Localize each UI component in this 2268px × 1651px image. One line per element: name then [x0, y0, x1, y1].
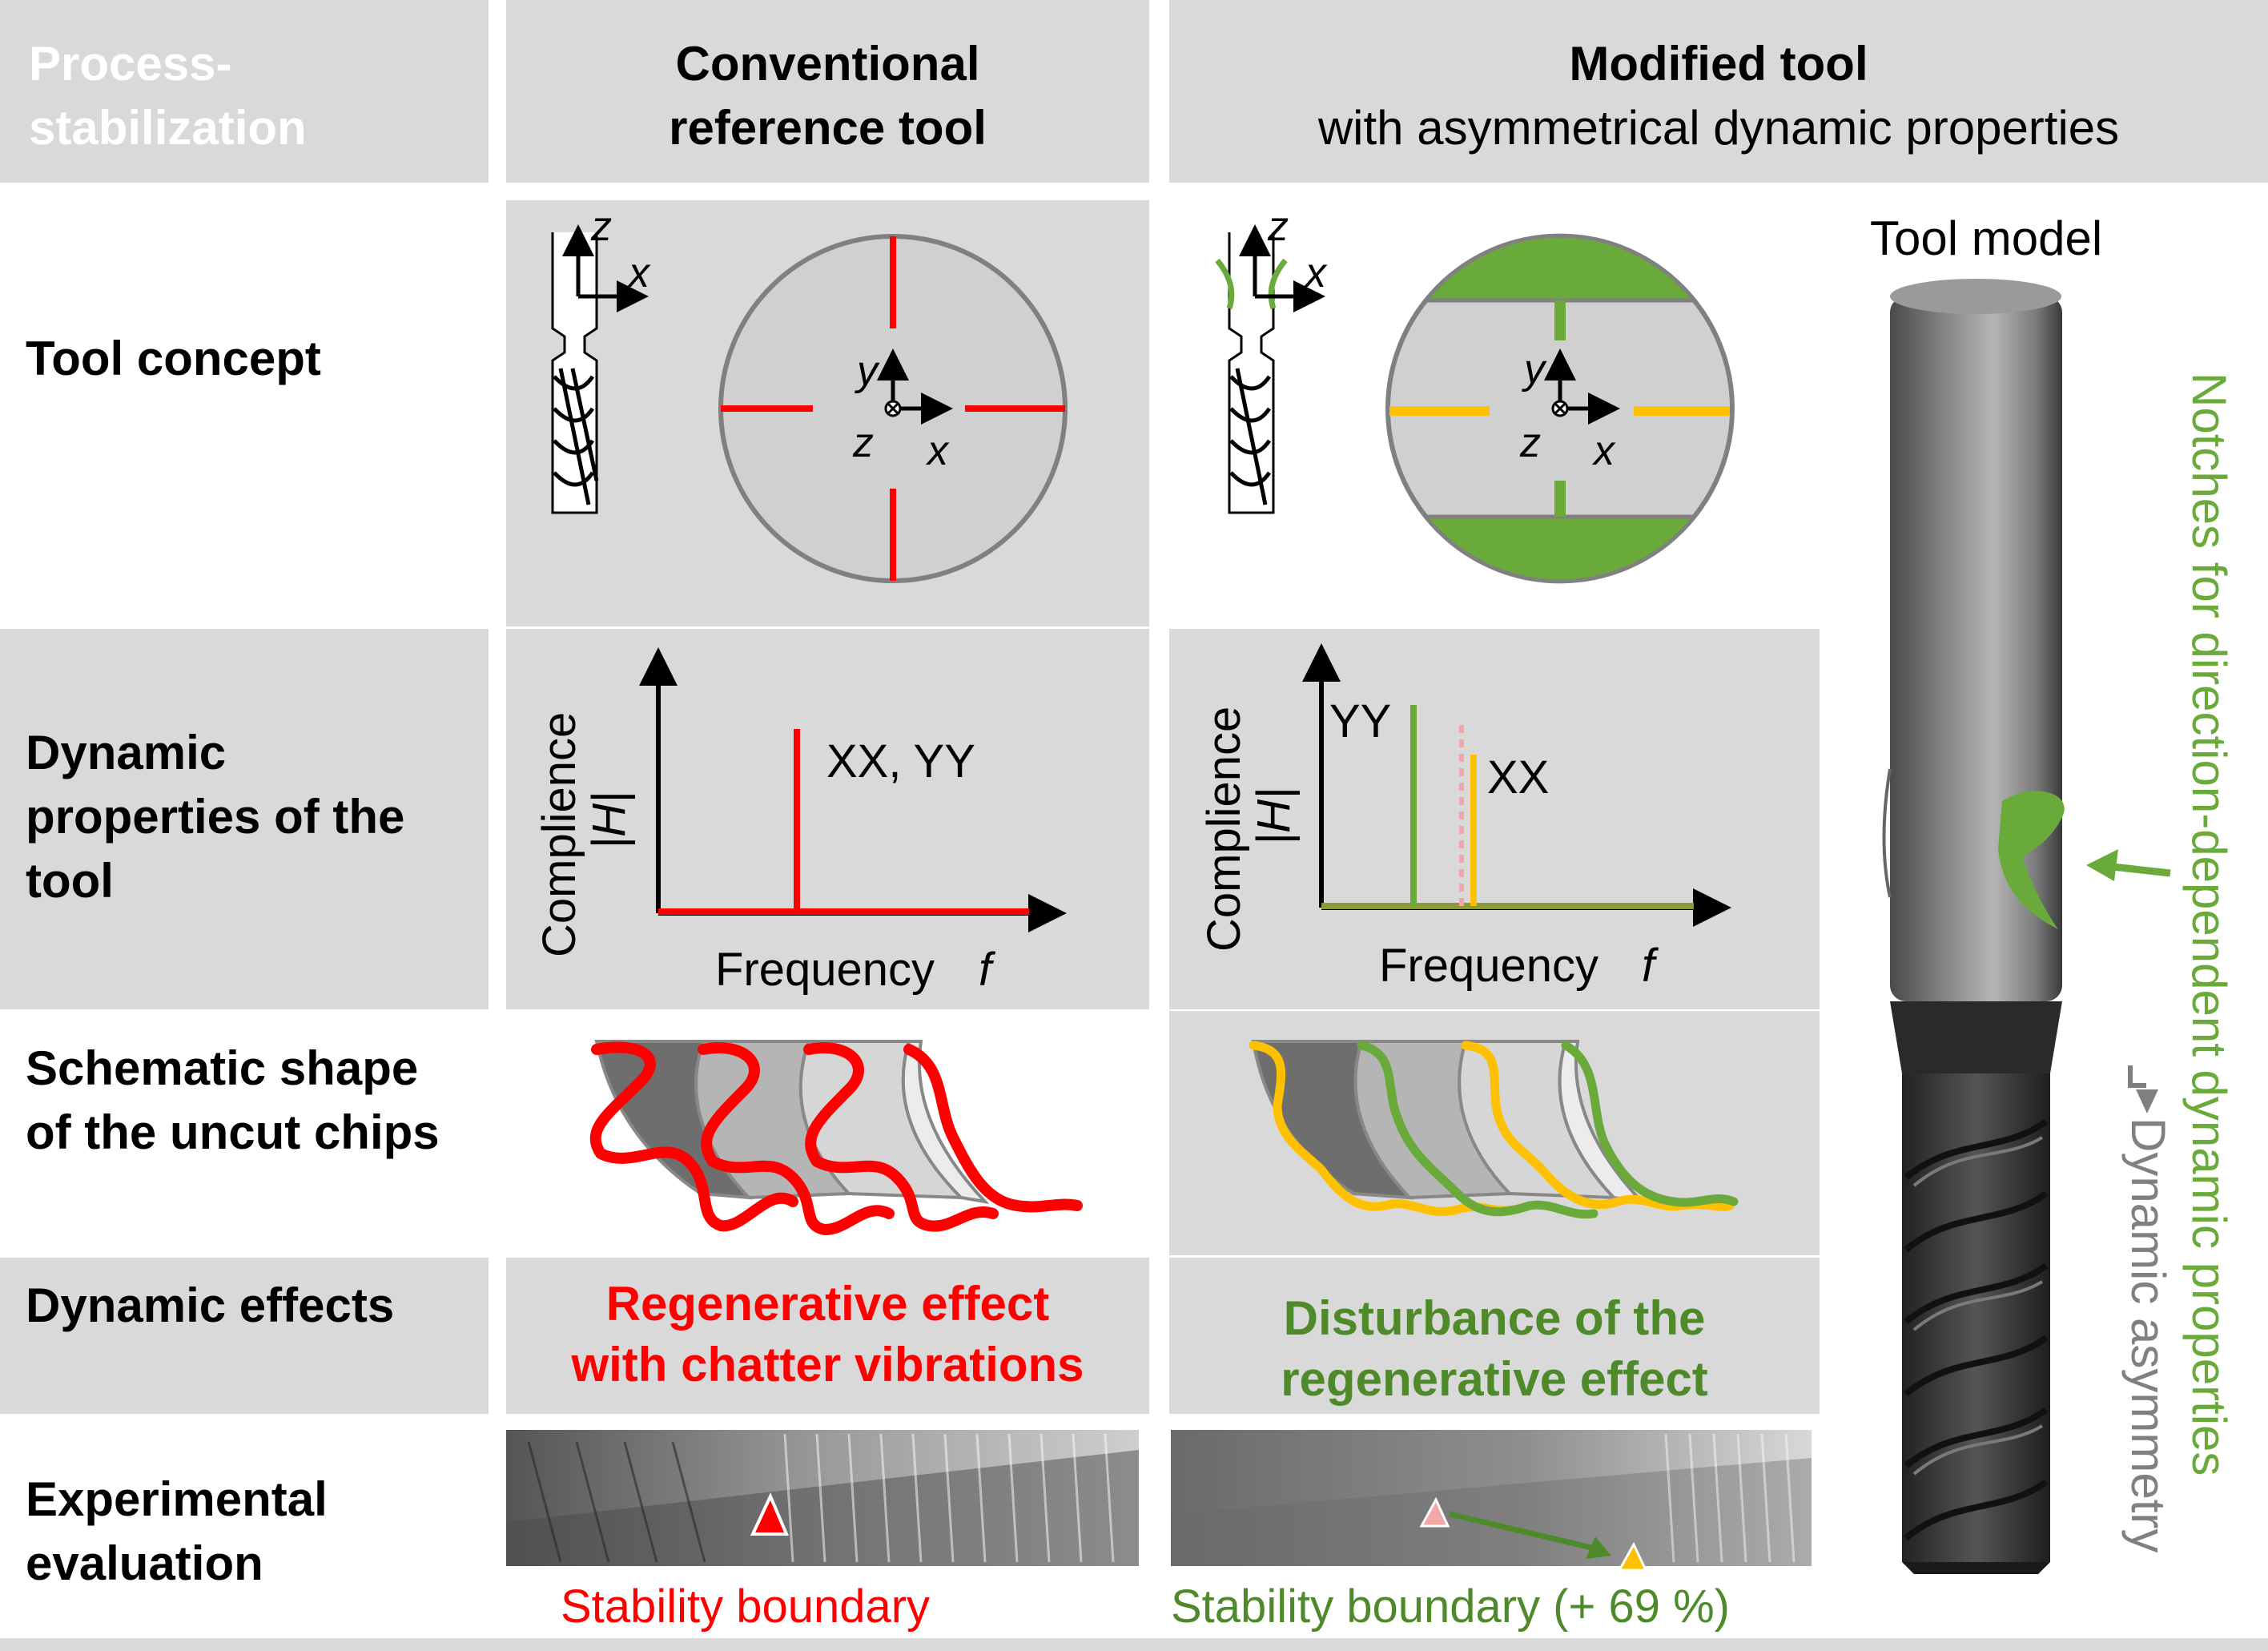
mod-ylabel-compliance: Complience [1198, 707, 1250, 952]
conv-xlabel-f: f [979, 944, 996, 996]
row-label-dynamic: Dynamic properties of the tool [26, 721, 404, 913]
modified-surface-photo [1171, 1430, 1812, 1572]
eval-line-2: evaluation [26, 1536, 263, 1590]
row-label-evaluation: Experimental evaluation [26, 1468, 328, 1596]
conv-ylabel-compliance: Complience [533, 712, 585, 957]
conv-stability-label: Stability boundary [561, 1581, 930, 1633]
mod-effect-text: Disturbance of the regenerative effect [1169, 1288, 1820, 1410]
modified-line-2: with asymmetrical dynamic properties [1317, 101, 2120, 155]
mod-cs-x-label: x [1591, 428, 1616, 474]
conventional-surface-photo [506, 1430, 1139, 1566]
row-label-tool-concept: Tool concept [26, 332, 321, 385]
conv-effect-line-2: with chatter vibrations [571, 1338, 1084, 1391]
conv-tool-z-label: z [590, 203, 612, 250]
header-corner-cell [0, 0, 489, 183]
conv-ylabel-h: |H| [583, 791, 635, 849]
conventional-frf-chart [639, 647, 1067, 932]
eval-line-1: Experimental [26, 1472, 328, 1526]
modified-tool-icon [1215, 224, 1325, 514]
tool-notch [1998, 791, 2065, 929]
tool-notches-label: Notches for direction-dependent dynamic … [2182, 372, 2236, 1476]
modified-line-1: Modified tool [1569, 37, 1868, 91]
chips-line-2: of the uncut chips [26, 1105, 440, 1159]
header-corner-title: Process- stabilization [29, 32, 307, 160]
asymmetry-arrow-icon [2136, 1089, 2158, 1113]
corner-line-1: Process- [29, 37, 232, 91]
effects-conventional-cell [506, 1258, 1149, 1414]
dynamic-label-cell [0, 629, 489, 1009]
dynamic-line-3: tool [26, 854, 114, 908]
conventional-line-2: reference tool [669, 101, 987, 155]
mod-xlabel-frequency: Frequency [1379, 940, 1598, 992]
mod-effect-line-2: regenerative effect [1281, 1352, 1708, 1406]
mod-tool-x-label: x [1303, 250, 1328, 296]
conv-effect-line-1: Regenerative effect [605, 1277, 1050, 1331]
mod-ylabel-h: |H| [1248, 787, 1300, 845]
effects-label-cell [0, 1258, 489, 1414]
row-label-effects: Dynamic effects [26, 1279, 395, 1332]
mod-stability-label: Stability boundary (+ 69 %) [1171, 1581, 1730, 1633]
conventional-cross-section [718, 234, 1068, 583]
tool-asymmetry-label: Dynamic asymmetry [2121, 1117, 2175, 1552]
dynamic-modified-cell [1169, 629, 1820, 1009]
conv-effect-text: Regenerative effect with chatter vibrati… [506, 1274, 1149, 1395]
modified-chip-shapes [1249, 1040, 1739, 1219]
mod-stability-marker [1617, 1541, 1648, 1572]
corner-line-2: stabilization [29, 101, 307, 155]
conventional-chip-shapes [589, 1040, 1083, 1235]
mod-cs-z-label: z [1519, 420, 1541, 466]
mod-xlabel-f: f [1642, 940, 1659, 992]
mod-peak-yy-label: YY [1329, 695, 1391, 747]
chips-line-1: Schematic shape [26, 1041, 419, 1095]
header-modified-cell [1169, 0, 2268, 183]
conv-cs-y-label: y [855, 348, 880, 394]
mod-tool-z-label: z [1267, 203, 1289, 250]
conv-stability-marker [750, 1492, 790, 1536]
dynamic-line-2: properties of the [26, 790, 405, 844]
tool-model-title: Tool model [1870, 211, 2102, 265]
dynamic-conventional-cell [506, 629, 1149, 1009]
bottom-strip [0, 1638, 2268, 1651]
conv-xlabel-frequency: Frequency [715, 944, 935, 996]
effects-modified-cell [1169, 1258, 1820, 1414]
modified-cross-section [1385, 233, 1735, 584]
tool-model-rendering [1882, 279, 2171, 1574]
mod-effect-line-1: Disturbance of the [1283, 1291, 1706, 1345]
mod-peak-xx-label: XX [1487, 751, 1549, 803]
mod-reference-marker [1419, 1496, 1450, 1528]
header-conventional-cell [506, 0, 1149, 183]
row-label-chips: Schematic shape of the uncut chips [26, 1037, 440, 1165]
mod-improvement-arrow [1449, 1511, 1602, 1553]
dynamic-line-1: Dynamic [26, 726, 227, 779]
conventional-line-1: Conventional [675, 37, 980, 91]
conv-cs-x-label: x [925, 428, 950, 474]
mod-cs-y-label: y [1522, 346, 1547, 393]
conv-tool-x-label: x [626, 250, 651, 296]
conv-cs-z-label: z [852, 420, 874, 466]
modified-frf-chart [1302, 643, 1731, 927]
header-modified-title: Modified tool with asymmetrical dynamic … [1169, 32, 2268, 160]
header-conventional-title: Conventional reference tool [506, 32, 1149, 160]
conv-peak-label: XX, YY [826, 735, 975, 787]
conventional-tool-icon [551, 224, 649, 514]
